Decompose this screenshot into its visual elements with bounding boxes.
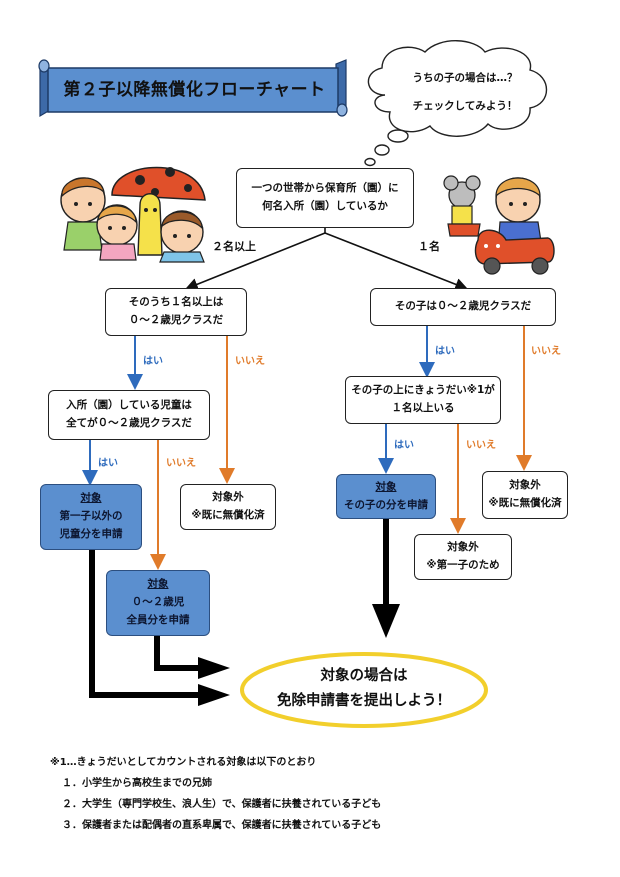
footnote-item-1: １．小学生から高校生までの兄姉 bbox=[62, 778, 212, 789]
r3-line-1: その子の分を申請 bbox=[344, 498, 428, 511]
label-no-1: いいえ bbox=[235, 356, 265, 367]
q3-line-1: その子は０～２歳児クラスだ bbox=[394, 300, 532, 313]
r3-title: 対象 bbox=[375, 480, 397, 493]
label-one: １名 bbox=[418, 240, 440, 253]
label-yes-3: はい bbox=[435, 346, 455, 357]
arrow-two-plus bbox=[185, 232, 326, 291]
r1-title: 対象 bbox=[80, 492, 102, 505]
label-no-3: いいえ bbox=[531, 346, 561, 357]
r6-title: 対象 bbox=[147, 578, 169, 591]
child-car-illustration-icon bbox=[443, 175, 555, 275]
r1-line-2: 児童分を申請 bbox=[59, 527, 123, 540]
goal-ellipse bbox=[240, 652, 488, 728]
r4-line-1: ※既に無償化済 bbox=[488, 497, 562, 509]
thought-line-1: うちの子の場合は…？ bbox=[412, 72, 518, 84]
thick-arrows-to-goal bbox=[89, 519, 389, 698]
r1-line-1: 第一子以外の bbox=[59, 510, 123, 523]
r6-line-2: 全員分を申請 bbox=[126, 613, 190, 626]
label-no-2: いいえ bbox=[166, 458, 196, 469]
question-sibling: その子の上にきょうだい※1が １名以上いる bbox=[345, 376, 501, 424]
r2-title: 対象外 bbox=[212, 491, 244, 504]
q4-line-2: １名以上いる bbox=[391, 402, 455, 414]
page-title: 第２子以降無償化フローチャート bbox=[63, 80, 326, 100]
footnotes: ※1…きょうだいとしてカウントされる対象は以下のとおり １．小学生から高校生まで… bbox=[50, 752, 381, 836]
footnote-header: ※1…きょうだいとしてカウントされる対象は以下のとおり bbox=[50, 757, 317, 768]
result-target-not-first: 対象 第一子以外の 児童分を申請 bbox=[40, 484, 142, 550]
result-excluded-free-left: 対象外 ※既に無償化済 bbox=[180, 484, 276, 530]
arrow-one bbox=[324, 232, 468, 291]
q4-line-1: その子の上にきょうだい※1が bbox=[351, 384, 495, 397]
q1-line-1: そのうち１名以上は bbox=[128, 296, 224, 309]
r5-line-1: ※第一子のため bbox=[426, 559, 500, 571]
r6-line-1: ０～２歳児 bbox=[131, 596, 185, 609]
start-box: 一つの世帯から保育所（園）に 何名入所（園）しているか bbox=[236, 168, 414, 228]
goal-text: 対象の場合は 免除申請書を提出しよう！ bbox=[240, 656, 488, 722]
result-target-child: 対象 その子の分を申請 bbox=[336, 474, 436, 519]
footnote-item-3: ３．保護者または配偶者の直系卑属で、保護者に扶養されている子ども bbox=[62, 820, 382, 831]
label-yes-1: はい bbox=[143, 356, 163, 367]
q1-line-2: ０～２歳児クラスだ bbox=[128, 314, 224, 326]
result-excluded-free-right: 対象外 ※既に無償化済 bbox=[482, 471, 568, 519]
banner-scroll-icon bbox=[38, 59, 348, 118]
label-no-4: いいえ bbox=[466, 440, 496, 451]
label-yes-2: はい bbox=[98, 458, 118, 469]
start-line-2: 何名入所（園）しているか bbox=[262, 200, 388, 212]
r5-title: 対象外 bbox=[447, 541, 479, 554]
result-excluded-first: 対象外 ※第一子のため bbox=[414, 534, 512, 580]
thought-line-2: チェックしてみよう！ bbox=[412, 100, 518, 112]
q2-line-1: 入所（園）している児童は bbox=[66, 399, 192, 412]
start-line-1: 一つの世帯から保育所（園）に bbox=[251, 182, 399, 195]
thought-bubble-icon bbox=[364, 40, 547, 167]
question-under2-any: そのうち１名以上は ０～２歳児クラスだ bbox=[105, 288, 247, 336]
goal-line-2: 免除申請書を提出しよう！ bbox=[277, 693, 451, 709]
children-illustration-icon bbox=[60, 166, 206, 263]
r2-line-1: ※既に無償化済 bbox=[191, 509, 265, 521]
goal-line-1: 対象の場合は bbox=[320, 667, 408, 684]
footnote-item-2: ２．大学生（専門学校生、浪人生）で、保護者に扶養されている子ども bbox=[62, 799, 382, 810]
question-child-under2: その子は０～２歳児クラスだ bbox=[370, 288, 556, 326]
label-yes-4: はい bbox=[394, 440, 414, 451]
label-two-plus: ２名以上 bbox=[212, 240, 256, 253]
result-target-all: 対象 ０～２歳児 全員分を申請 bbox=[106, 570, 210, 636]
r4-title: 対象外 bbox=[509, 479, 541, 492]
q2-line-2: 全てが０～２歳児クラスだ bbox=[66, 417, 192, 429]
question-all-under2: 入所（園）している児童は 全てが０～２歳児クラスだ bbox=[48, 390, 210, 440]
